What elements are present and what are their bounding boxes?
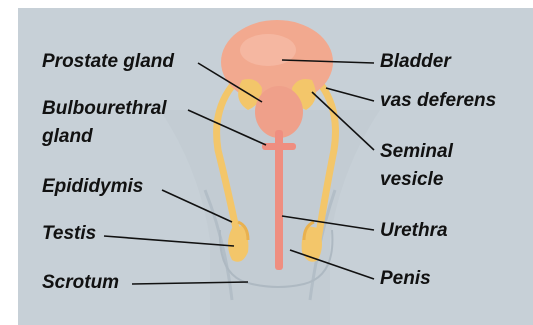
urethra-shape [275,130,283,270]
label-bulbourethral-line2: gland [42,126,93,148]
bulbourethral-shape [262,143,296,150]
label-bulbourethral-line1: Bulbourethral [42,98,167,120]
label-urethra: Urethra [380,220,448,242]
label-seminal-line1: Seminal [380,141,453,163]
label-epididymis: Epididymis [42,176,143,198]
label-scrotum: Scrotum [42,272,119,294]
label-vas-deferens: vas deferens [380,90,496,112]
label-testis: Testis [42,223,96,245]
label-bladder: Bladder [380,51,451,73]
label-prostate-gland: Prostate gland [42,51,174,73]
label-penis: Penis [380,268,431,290]
label-seminal-line2: vesicle [380,169,443,191]
